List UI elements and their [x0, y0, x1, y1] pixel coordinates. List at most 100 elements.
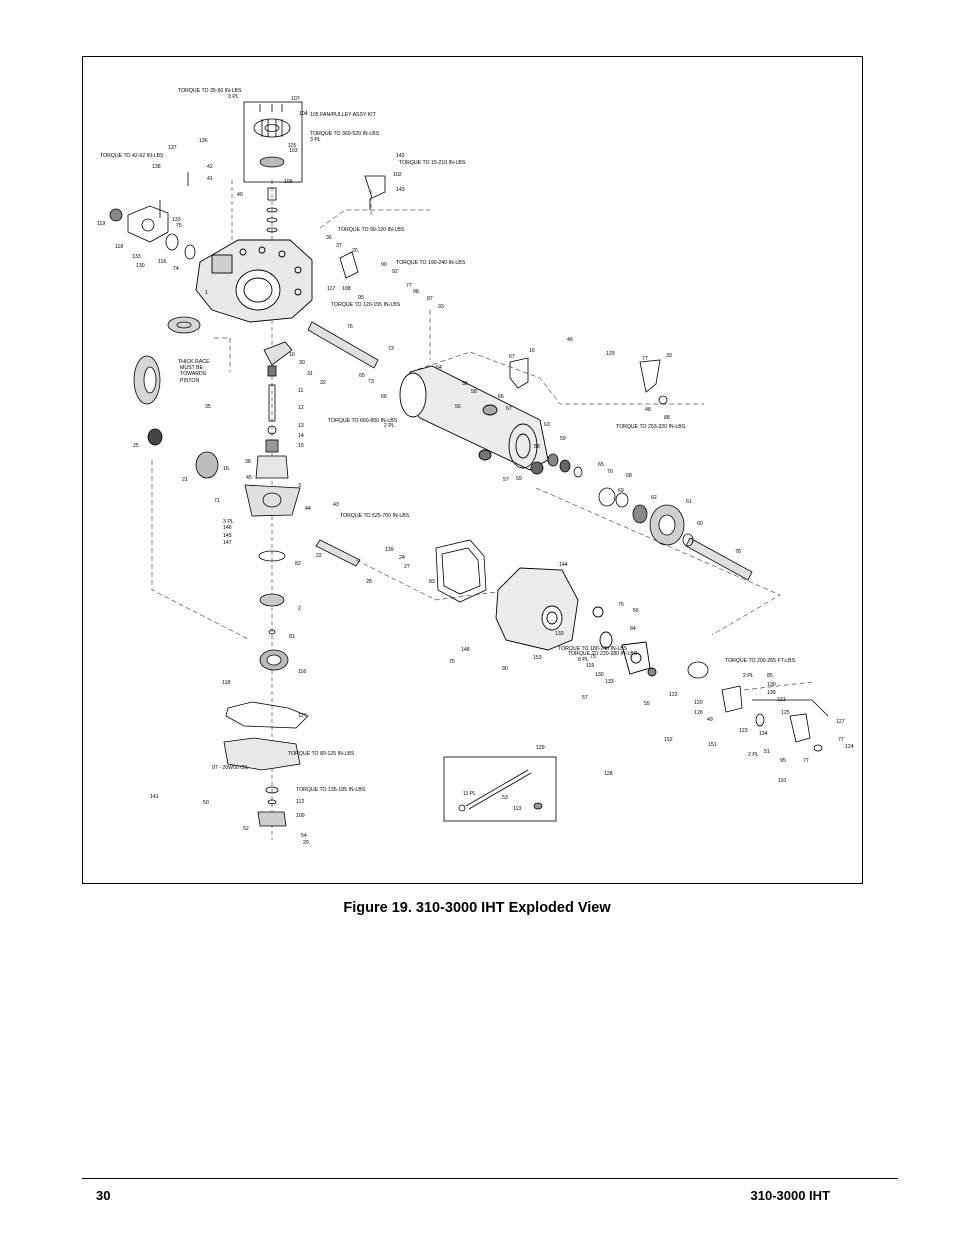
callout: 27: [404, 564, 410, 570]
callout: 119: [97, 221, 105, 227]
callout: 38: [245, 459, 251, 465]
callout: 152: [664, 737, 673, 743]
callout: 85: [767, 673, 773, 679]
callout: 68: [626, 473, 632, 479]
callout: 3 PL: [228, 94, 239, 100]
callout: 127: [836, 719, 845, 725]
lower-gasket: [435, 539, 487, 603]
callout: 103: [289, 148, 298, 154]
callout: 16: [223, 466, 229, 472]
callout: 139: [767, 690, 776, 696]
callout: 98: [413, 289, 419, 295]
callout: TOWARDS: [180, 371, 207, 377]
callout: 95: [358, 295, 364, 301]
callout: 112: [296, 799, 304, 805]
callout: 137: [168, 145, 177, 151]
callout: 90: [381, 262, 387, 268]
callout: 73: [368, 379, 374, 385]
figure-caption: Figure 19. 310-3000 IHT Exploded View: [343, 900, 611, 916]
callout: 14: [298, 433, 304, 439]
callout: 22: [316, 553, 322, 559]
callout: 33: [666, 353, 672, 359]
callout: 73: [388, 346, 394, 352]
callout: 51: [764, 749, 770, 755]
callout: MUST BE: [180, 365, 204, 371]
callout: 117: [327, 286, 335, 292]
callout: PISTON: [180, 378, 199, 384]
callout: 130: [136, 263, 145, 269]
callout: 144: [559, 562, 568, 568]
callout: TORQUE TO 90-120 IN-LBS: [338, 227, 405, 233]
callout: 8 PL: [578, 657, 589, 663]
callout: 77: [642, 356, 648, 362]
fan-pulley-inset: [243, 101, 303, 183]
callout: 58: [462, 381, 468, 387]
callout: 61: [686, 499, 692, 505]
callout: 66: [498, 394, 504, 400]
lower-housing: [495, 567, 657, 677]
callout: 110: [778, 778, 786, 784]
callout: 115: [288, 143, 296, 149]
callout: 120: [694, 700, 703, 706]
callout: 65: [598, 462, 604, 468]
axle-housing: [399, 365, 549, 471]
callout: 58: [471, 389, 477, 395]
callout: 48: [645, 407, 651, 413]
callout: 41: [207, 176, 213, 182]
callout: 82: [295, 561, 301, 567]
callout: 67: [506, 406, 512, 412]
callout: 57: [503, 477, 509, 483]
callout: 32: [320, 380, 326, 386]
callout: 92: [392, 269, 398, 275]
callout: 53: [502, 795, 508, 801]
callout: 50: [203, 800, 209, 806]
callout: 29: [303, 840, 309, 846]
callout: 15: [298, 443, 304, 449]
gears-right: [530, 453, 694, 547]
callout: TORQUE TO 253-320 IN-LBS: [616, 424, 686, 430]
page-number: 30: [96, 1188, 111, 1203]
callout: 1: [205, 290, 208, 296]
callout: 133: [172, 217, 181, 223]
callout: 78: [735, 549, 741, 555]
diagram-frame: [82, 56, 863, 884]
callout: 60: [697, 521, 703, 527]
callout: 76: [347, 324, 353, 330]
callout: 123: [739, 728, 748, 734]
callout: 16: [529, 348, 535, 354]
callout: TORQUE TO 80-125 IN-LBS: [288, 751, 355, 757]
callout: 76: [618, 602, 624, 608]
callout: TORQUE TO 180-240 IN-LBS: [558, 646, 628, 652]
callout: 153: [533, 655, 542, 661]
callout: 147: [223, 540, 232, 546]
callout: 116: [158, 259, 166, 265]
footer-model: 310-3000 IHT: [750, 1188, 831, 1203]
callout: 24: [399, 555, 405, 561]
callout: 84: [630, 626, 636, 632]
callout: 11 PL: [463, 791, 476, 797]
callout: 75: [176, 223, 182, 229]
callout: 25: [133, 443, 139, 449]
callout: 64: [436, 365, 442, 371]
callout: 58: [534, 444, 540, 450]
callout: 88: [664, 415, 670, 421]
callout: 148: [461, 647, 470, 653]
callout: 59: [516, 476, 522, 482]
callout: TORQUE TO 135-185 IN-LBS: [296, 787, 366, 793]
callout: 66: [381, 394, 387, 400]
callout: 21: [182, 477, 188, 483]
callout: 109: [296, 813, 305, 819]
callout: 95: [780, 758, 786, 764]
callout: 141: [150, 794, 159, 800]
tool-inset: [443, 756, 557, 822]
callout: 145: [223, 533, 232, 539]
callout: 102: [393, 172, 402, 178]
callout: 10: [289, 352, 295, 358]
callout: 125: [781, 710, 790, 716]
callout: TORQUE TO 42-62 IN-LBS: [100, 153, 164, 159]
callout: TORQUE TO 660-800 IN-LBS: [328, 418, 398, 424]
callout: 93: [438, 304, 444, 310]
callout: 136: [199, 138, 208, 144]
callout: 3 PL: [310, 137, 321, 143]
